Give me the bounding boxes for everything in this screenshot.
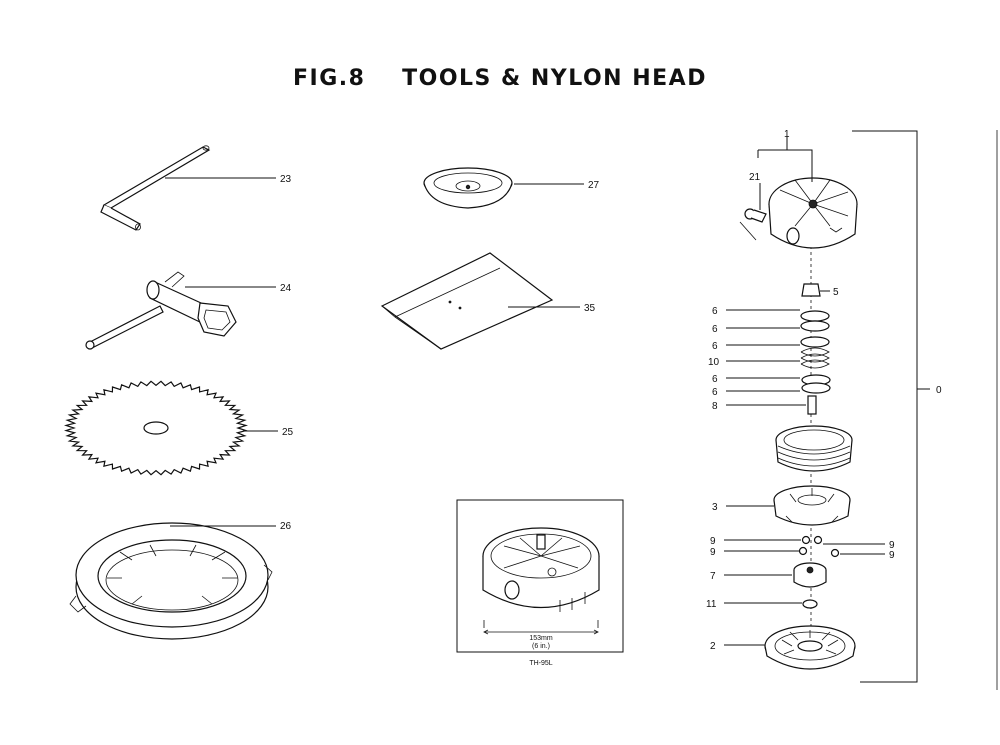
tool-bag (380, 252, 554, 350)
figure-name: TOOLS & NYLON HEAD (402, 66, 707, 91)
washers (800, 310, 830, 348)
spool-hub (773, 485, 851, 526)
callout-25: 25 (282, 427, 294, 438)
spool-line (775, 425, 853, 472)
callout-3: 3 (712, 502, 718, 513)
callout-6a: 6 (712, 306, 718, 317)
shaft (807, 395, 817, 415)
assembly-bracket (852, 130, 918, 683)
inset-dimension-mm: 153mm (529, 635, 553, 642)
callout-21: 21 (749, 172, 761, 183)
spring (800, 347, 830, 369)
inset-model-label: TH-95L (529, 660, 552, 667)
inset-dimension-in: (6 in.) (532, 643, 550, 650)
cam (793, 562, 827, 588)
callout-9d: 9 (889, 550, 895, 561)
figure-title: FIG.8 TOOLS & NYLON HEAD (0, 66, 1000, 91)
saw-blade (63, 380, 249, 476)
base-plate (764, 625, 856, 670)
callout-5: 5 (833, 287, 839, 298)
balls (798, 535, 840, 558)
callout-6d: 6 (712, 374, 718, 385)
head-cover (768, 177, 858, 249)
callout-6c: 6 (712, 341, 718, 352)
callout-9c: 9 (889, 540, 895, 551)
callout-26: 26 (280, 521, 292, 532)
guard-ring (69, 522, 273, 640)
cup (423, 167, 513, 209)
callout-27: 27 (588, 180, 600, 191)
callout-2: 2 (710, 641, 716, 652)
callout-9b: 9 (710, 547, 716, 558)
screw (744, 208, 767, 223)
callout-24: 24 (280, 283, 292, 294)
callout-11: 11 (706, 599, 717, 610)
inset-frame (456, 499, 624, 653)
callout-0: 0 (936, 385, 942, 396)
callout-8: 8 (712, 401, 718, 412)
callout-6b: 6 (712, 324, 718, 335)
callout-35: 35 (584, 303, 596, 314)
nut (801, 283, 821, 297)
callout-10: 10 (708, 357, 720, 368)
plug-wrench (85, 271, 237, 350)
hex-wrench (100, 145, 211, 231)
callout-23: 23 (280, 174, 292, 185)
figure-number: FIG.8 (293, 66, 366, 91)
small-washer (802, 599, 818, 609)
callout-7: 7 (710, 571, 716, 582)
callout-1: 1 (784, 129, 790, 140)
callout-6e: 6 (712, 387, 718, 398)
callout-9a: 9 (710, 536, 716, 547)
lower-washers (801, 374, 831, 394)
